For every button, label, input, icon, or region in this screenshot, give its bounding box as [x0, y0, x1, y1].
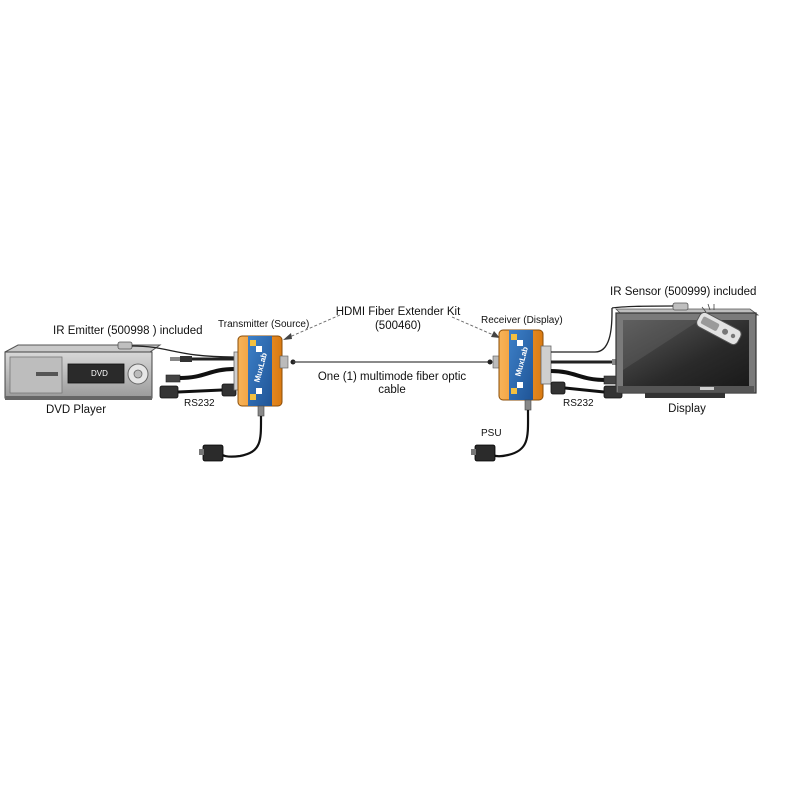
receiver-psu — [471, 409, 530, 462]
ir-emitter — [117, 341, 235, 358]
dvd-player — [4, 344, 162, 400]
receiver-label: Receiver (Display) — [481, 315, 563, 326]
left-cables — [159, 356, 237, 399]
dvd-player-label: DVD Player — [45, 404, 107, 416]
dvd-screen-text: DVD — [91, 369, 108, 378]
kit-title: HDMI Fiber Extender Kit — [335, 306, 461, 318]
display-monitor — [615, 308, 760, 398]
transmitter-psu — [199, 415, 263, 462]
cable-label-line1: One (1) multimode fiber optic — [317, 371, 467, 383]
psu-label: PSU — [481, 428, 502, 439]
receiver-unit — [492, 329, 552, 411]
transmitter-label: Transmitter (Source) — [218, 319, 310, 330]
display-label: Display — [668, 403, 706, 415]
ir-emitter-label: IR Emitter (500998 ) included — [53, 325, 203, 337]
kit-arrows — [283, 314, 500, 340]
transmitter-unit — [233, 335, 289, 417]
kit-part-number: (500460) — [374, 320, 422, 332]
rs232-left-label: RS232 — [184, 398, 215, 409]
fiber-optic-cable — [290, 359, 493, 365]
ir-sensor — [611, 302, 689, 311]
cable-label-line2: cable — [378, 384, 406, 396]
ir-sensor-label: IR Sensor (500999) included — [610, 286, 757, 298]
rs232-right-label: RS232 — [563, 398, 594, 409]
remote-control — [696, 303, 742, 346]
